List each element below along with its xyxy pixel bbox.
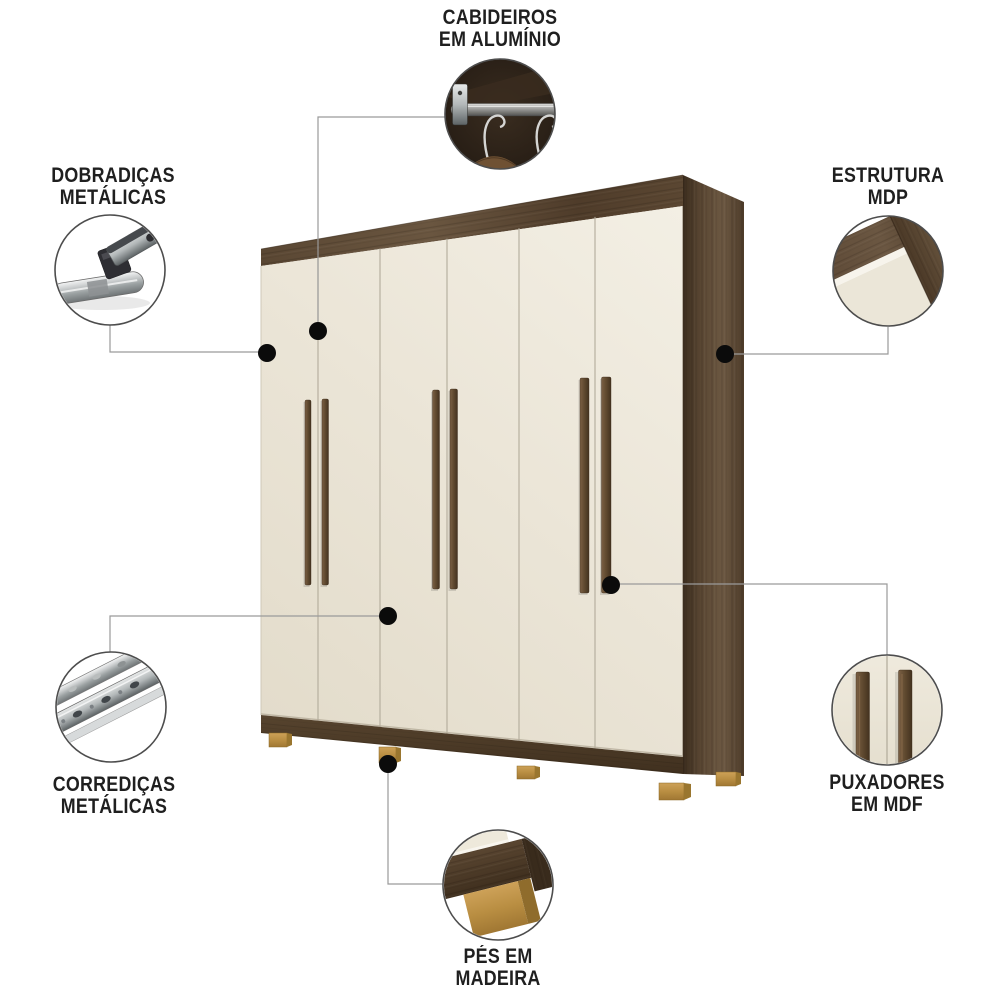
wood-foot [516, 765, 540, 780]
callout-line-dobradicas [109, 325, 267, 353]
wood-foot [715, 771, 741, 787]
label-pes: PÉS EM MADEIRA [396, 946, 600, 990]
label-puxadores-line1: PUXADORES [829, 771, 945, 794]
metal-drawer-slide-icon [57, 653, 165, 748]
mdf-handles-icon [833, 656, 941, 764]
label-puxadores: PUXADORES EM MDF [785, 772, 989, 816]
door-handle-pair-right [578, 376, 612, 595]
callout-line-estrutura [725, 327, 889, 355]
label-puxadores-line2: EM MDF [851, 793, 923, 816]
label-corredicas-line1: CORREDIÇAS [52, 773, 176, 796]
label-dobradicas-line2: METÁLICAS [59, 186, 167, 209]
callout-dot-cabideiros [309, 322, 327, 340]
callout-circle-estrutura [832, 215, 944, 327]
wood-foot [268, 732, 292, 748]
wardrobe-base [261, 715, 683, 774]
wardrobe-illustration [260, 174, 744, 801]
label-corredicas: CORREDIÇAS METÁLICAS [12, 774, 216, 818]
callout-line-corredicas [109, 615, 388, 653]
wardrobe-top-panel [260, 174, 684, 266]
callout-line-cabideiros [317, 116, 445, 331]
callout-line-puxadores [611, 583, 888, 656]
wood-foot-icon [444, 831, 552, 938]
label-cabideiros: CABIDEIROS EM ALUMÍNIO [398, 7, 602, 51]
callout-dot-pes [379, 755, 397, 773]
callout-dot-corredicas [379, 607, 397, 625]
door-seam [317, 216, 596, 749]
door-handle-pair-middle [431, 388, 458, 591]
callout-connectors [109, 116, 889, 885]
door-handles [303, 376, 612, 595]
callout-circle-pes [442, 829, 554, 941]
callout-line-pes [387, 764, 444, 885]
callout-circle-dobradicas [54, 214, 166, 326]
label-cabideiros-line2: EM ALUMÍNIO [438, 28, 562, 51]
label-estrutura: ESTRUTURA MDP [786, 165, 990, 209]
callout-dot-puxadores [602, 576, 620, 594]
callout-circle-corredicas [55, 651, 167, 763]
mdp-wood-corner-icon [833, 216, 943, 326]
callout-dot-dobradicas [258, 344, 276, 362]
door-handle-pair-left [303, 398, 329, 587]
callout-dot-estrutura [716, 345, 734, 363]
callout-circle-cabideiros [444, 58, 556, 170]
wardrobe-side-panel [683, 175, 744, 776]
label-estrutura-line1: ESTRUTURA [831, 164, 945, 187]
label-estrutura-line2: MDP [867, 186, 909, 209]
label-dobradicas: DOBRADIÇAS METÁLICAS [11, 165, 215, 209]
label-pes-line1: PÉS EM [463, 945, 533, 968]
wardrobe-doors [260, 206, 684, 757]
label-pes-line2: MADEIRA [455, 967, 541, 990]
aluminum-hanging-rod-icon [445, 59, 555, 169]
callout-circle-puxadores [831, 654, 943, 766]
label-cabideiros-line1: CABIDEIROS [442, 6, 558, 29]
wood-foot [658, 782, 691, 801]
callout-dots [258, 322, 734, 773]
label-corredicas-line2: METÁLICAS [60, 795, 168, 818]
label-dobradicas-line1: DOBRADIÇAS [51, 164, 175, 187]
